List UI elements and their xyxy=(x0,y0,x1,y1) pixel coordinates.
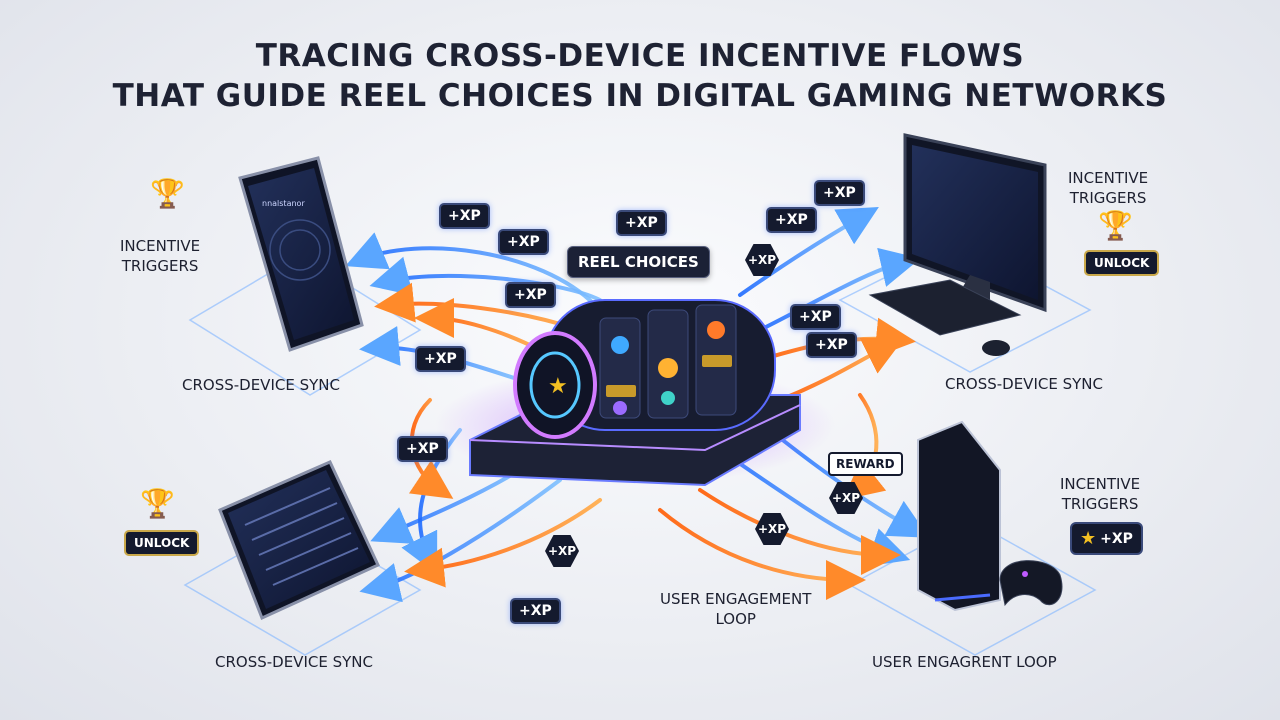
tablet-device xyxy=(218,460,380,621)
reward-badge: REWARD xyxy=(828,452,903,476)
phone-app-name: nnalstanor xyxy=(262,199,305,208)
star-xp-label: +XP xyxy=(1100,530,1133,547)
user-engagement-loop-label-bottom-right: USER ENGAGRENT LOOP xyxy=(872,653,1057,671)
unlock-badge: UNLOCK xyxy=(1084,250,1160,276)
xp-badge: +XP xyxy=(505,282,556,308)
xp-badge: +XP xyxy=(806,332,857,358)
incentive-triggers-label-bottom-right: INCENTIVE TRIGGERS xyxy=(1060,475,1141,513)
xp-badge: +XP xyxy=(766,207,817,233)
incentive-triggers-label-right: INCENTIVE TRIGGERS xyxy=(1068,169,1149,207)
unlock-badge: UNLOCK xyxy=(124,530,200,556)
title-line-1: TRACING CROSS-DEVICE INCENTIVE FLOWS xyxy=(255,38,1025,74)
xp-badge: +XP xyxy=(397,436,448,462)
svg-text:★: ★ xyxy=(548,374,568,399)
xp-badge: +XP xyxy=(510,598,561,624)
star-icon: ★ xyxy=(1080,528,1097,549)
xp-badge: +XP xyxy=(498,229,549,255)
xp-hex-badge: +XP xyxy=(745,244,779,276)
phone-device: nnalstanor xyxy=(238,156,364,352)
xp-badge: +XP xyxy=(616,210,667,236)
xp-hex-badge: +XP xyxy=(545,535,579,567)
xp-hex-badge: +XP xyxy=(755,513,789,545)
title-line-2: THAT GUIDE REEL CHOICES IN DIGITAL GAMIN… xyxy=(112,78,1168,114)
incentive-triggers-label-left: INCENTIVE TRIGGERS xyxy=(120,237,201,275)
xp-badge: +XP xyxy=(415,346,466,372)
cross-device-sync-label-top-right: CROSS-DEVICE SYNC xyxy=(945,375,1103,393)
cross-device-sync-label-top-left: CROSS-DEVICE SYNC xyxy=(182,376,340,394)
xp-hex-badge: +XP xyxy=(829,482,863,514)
star-xp-badge: ★ +XP xyxy=(1070,522,1143,555)
reel-machine: ★ xyxy=(435,299,835,487)
page-title: TRACING CROSS-DEVICE INCENTIVE FLOWS THA… xyxy=(0,36,1280,116)
xp-badge: +XP xyxy=(439,203,490,229)
user-engagement-loop-label: USER ENGAGEMENT LOOP xyxy=(660,590,812,628)
trophy-icon: 🏆 xyxy=(1098,210,1133,241)
game-console xyxy=(917,420,1063,612)
trophy-icon: 🏆 xyxy=(150,178,185,209)
cross-device-sync-label-bottom-left: CROSS-DEVICE SYNC xyxy=(215,653,373,671)
xp-badge: +XP xyxy=(814,180,865,206)
xp-badge: +XP xyxy=(790,304,841,330)
reel-choices-label: REEL CHOICES xyxy=(567,246,710,278)
trophy-icon: 🏆 xyxy=(140,488,175,519)
desktop-monitor xyxy=(868,133,1047,356)
